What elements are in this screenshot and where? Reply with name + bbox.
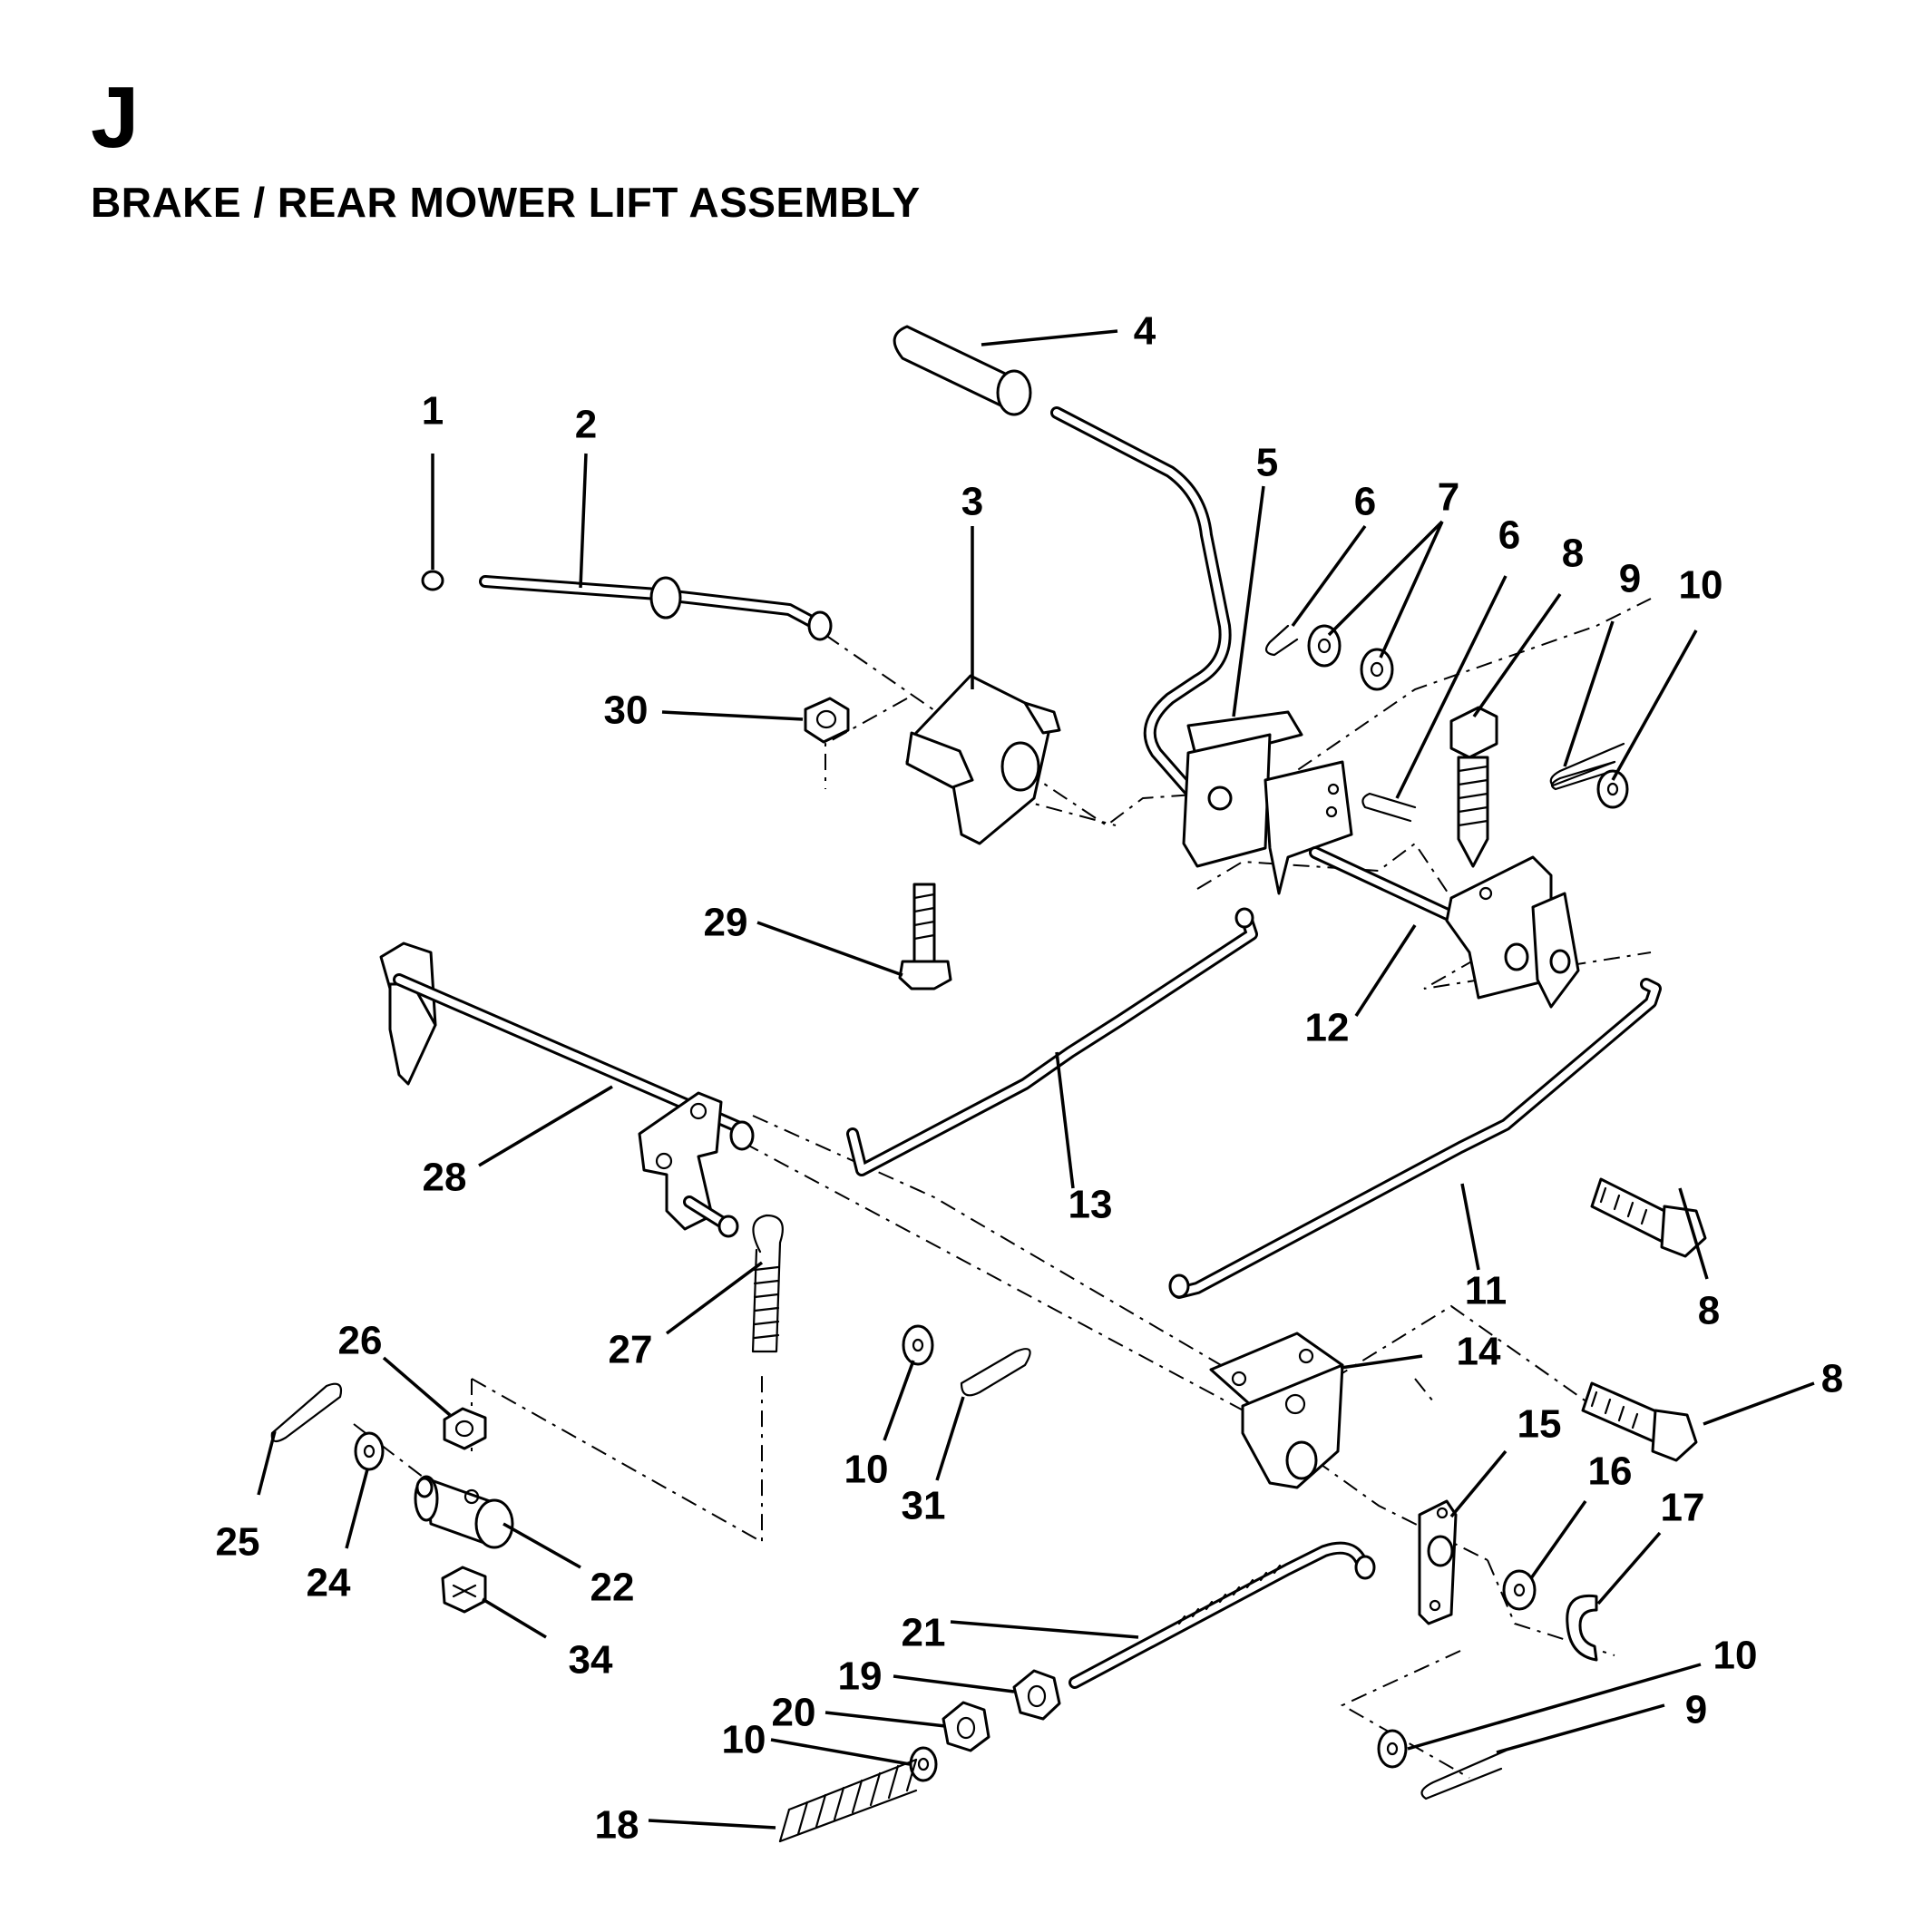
- callout-label: 34: [569, 1638, 613, 1683]
- part-27-hook-bolt: [751, 1214, 784, 1353]
- part-17-e-clip: [1566, 1594, 1598, 1662]
- callout-label: 15: [1517, 1402, 1562, 1447]
- callout-label: 2: [575, 403, 597, 447]
- section-letter: J: [91, 69, 140, 166]
- part-5-pivot-bracket: [1182, 710, 1353, 895]
- part-10-washer-mid: [902, 1324, 934, 1366]
- callout-label: 20: [772, 1691, 816, 1735]
- callout-label: 3: [961, 480, 983, 524]
- callout-label: 9: [1619, 557, 1641, 601]
- callout-label: 25: [216, 1520, 260, 1565]
- part-14-bracket: [1209, 1332, 1344, 1489]
- part-3-bracket: [905, 674, 1061, 845]
- part-11-lift-link: [1168, 978, 1662, 1299]
- part-9-cotter-pin-bottom: [1420, 1749, 1508, 1800]
- callout-label: 13: [1068, 1183, 1113, 1227]
- callout-label: 31: [902, 1484, 946, 1528]
- callout-label: 17: [1661, 1486, 1705, 1530]
- callout-label: 28: [423, 1156, 467, 1200]
- callout-label: 6: [1498, 513, 1520, 558]
- part-34-lock-nut: [441, 1566, 487, 1614]
- part-25-hairpin: [270, 1382, 343, 1443]
- callout-label: 10: [844, 1448, 889, 1492]
- callout-label: 5: [1256, 441, 1278, 485]
- callout-label: 9: [1685, 1688, 1707, 1732]
- part-20-nut: [942, 1701, 990, 1752]
- part-26-nut: [443, 1407, 487, 1450]
- part-18-spring: [778, 1758, 918, 1843]
- callout-label: 22: [590, 1566, 635, 1610]
- callout-labels: 1 2 3 4 5 6 7 6 8 9 10 30 29 12 13 28 11…: [216, 309, 1844, 1848]
- part-10-washer-bottom: [1377, 1729, 1408, 1769]
- part-15-plate: [1418, 1499, 1458, 1625]
- callout-label: 8: [1821, 1357, 1843, 1401]
- part-10-washer-top: [1596, 769, 1629, 809]
- callout-label: 1: [422, 389, 444, 434]
- callout-label: 24: [307, 1561, 351, 1605]
- part-4-grip: [893, 325, 1032, 416]
- page-title: BRAKE / REAR MOWER LIFT ASSEMBLY: [91, 179, 921, 226]
- part-10-washer-low: [909, 1746, 938, 1782]
- part-lift-lever-handle: [1050, 406, 1232, 795]
- callout-label: 10: [722, 1718, 766, 1762]
- callout-label: 11: [1465, 1269, 1508, 1313]
- part-24-washer: [354, 1431, 385, 1471]
- part-30-nut: [804, 697, 850, 744]
- callout-label: 12: [1305, 1006, 1350, 1050]
- part-8-bolt-horizontal: [1581, 1177, 1707, 1462]
- part-22-trunnion: [414, 1475, 514, 1549]
- callout-label: 29: [704, 901, 748, 945]
- callout-label: 14: [1457, 1330, 1501, 1374]
- part-28-rear-lift-shaft: [379, 942, 755, 1238]
- callout-label: 4: [1134, 309, 1156, 354]
- part-19-nut: [1012, 1669, 1061, 1721]
- part-21-brake-rod: [1068, 1541, 1376, 1689]
- part-8-bolt-vertical: [1449, 706, 1498, 868]
- callout-label: 30: [604, 688, 649, 733]
- leader-lines: [257, 329, 1815, 1830]
- part-16-washer: [1502, 1569, 1537, 1611]
- part-12-cross-shaft: [1309, 846, 1580, 1009]
- part-1-pin: [421, 570, 444, 591]
- callout-label: 8: [1562, 532, 1584, 576]
- part-2-brake-rod: [479, 575, 833, 641]
- callout-label: 16: [1588, 1449, 1633, 1494]
- part-13-lift-link: [846, 907, 1258, 1176]
- callout-label: 26: [338, 1319, 383, 1363]
- part-31-hairpin: [960, 1348, 1031, 1397]
- callout-label: 18: [595, 1803, 639, 1848]
- callout-label: 7: [1438, 475, 1459, 520]
- callout-label: 27: [609, 1328, 653, 1372]
- part-7-washers: [1307, 624, 1394, 691]
- part-29-bolt: [898, 883, 952, 990]
- callout-label: 21: [902, 1611, 946, 1655]
- callout-label: 6: [1354, 480, 1376, 524]
- part-9-cotter-pin-top: [1549, 742, 1625, 787]
- callout-label: 10: [1679, 563, 1723, 608]
- callout-label: 10: [1713, 1634, 1758, 1678]
- callout-label: 8: [1698, 1289, 1720, 1333]
- callout-label: 19: [838, 1654, 883, 1699]
